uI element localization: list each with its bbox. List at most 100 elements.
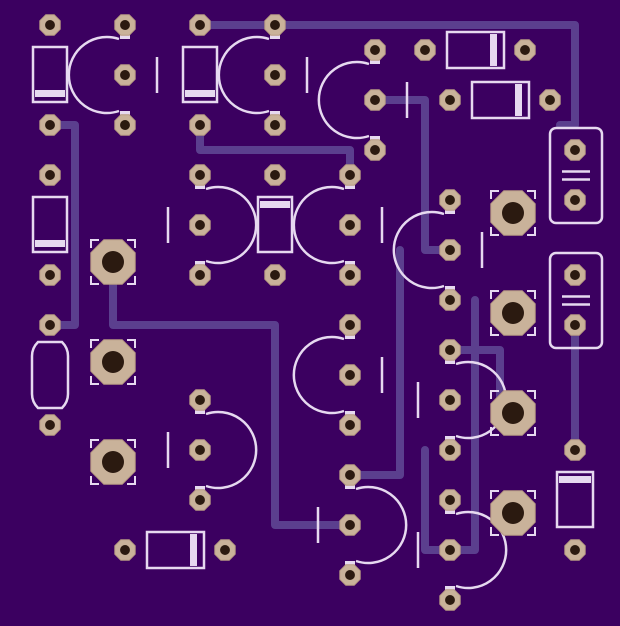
pad-hole xyxy=(445,545,455,555)
round-pad-icon xyxy=(414,39,436,61)
pad-hole xyxy=(445,595,455,605)
round-pad-icon xyxy=(439,239,461,261)
pad-hole xyxy=(195,20,205,30)
transistor-tab xyxy=(345,411,355,417)
pad-hole xyxy=(445,445,455,455)
round-pad-icon xyxy=(39,114,61,136)
pad-corner-mark xyxy=(527,227,536,236)
part-band xyxy=(490,34,497,66)
silkscreen xyxy=(30,30,604,592)
square-pad-icon xyxy=(490,490,536,536)
diode-outline-icon xyxy=(470,80,531,120)
diode-outline-icon xyxy=(31,195,69,254)
pad-hole xyxy=(445,245,455,255)
pad-hole xyxy=(120,20,130,30)
pad-corner-mark xyxy=(490,390,499,399)
round-pad-icon xyxy=(189,114,211,136)
pad-hole xyxy=(120,545,130,555)
pad-corner-mark xyxy=(527,327,536,336)
pads xyxy=(39,14,586,611)
pad-corner-mark xyxy=(90,276,99,285)
pad-hole xyxy=(445,95,455,105)
round-pad-icon xyxy=(439,539,461,561)
pad-hole xyxy=(570,320,580,330)
diode-outline-icon xyxy=(445,30,506,70)
transistor-outline-icon xyxy=(292,333,384,417)
round-pad-icon xyxy=(339,514,361,536)
transistor-tab xyxy=(195,183,205,189)
pad-corner-mark xyxy=(90,339,99,348)
transistor-outline-icon xyxy=(292,183,384,267)
part-band xyxy=(559,476,591,483)
pad-hole xyxy=(445,495,455,505)
transistor-body-arc xyxy=(455,510,508,590)
capacitor-outline xyxy=(548,251,604,350)
transistor-outline-icon xyxy=(317,58,409,142)
pad-hole xyxy=(345,320,355,330)
pad-corner-mark xyxy=(527,490,536,499)
round-pad-icon xyxy=(439,489,461,511)
transistor-body-arc xyxy=(392,210,445,290)
pad-corner-mark xyxy=(527,190,536,199)
pad-hole xyxy=(420,45,430,55)
transistor-tab xyxy=(195,486,205,492)
pad-corner-mark xyxy=(127,376,136,385)
pad-hole xyxy=(195,120,205,130)
pad-hole xyxy=(502,202,524,224)
pad-hole xyxy=(45,320,55,330)
transistor-tab xyxy=(445,436,455,442)
pad-hole xyxy=(45,20,55,30)
transistor-body-arc xyxy=(292,185,345,265)
part-outline xyxy=(31,195,69,254)
pad-corner-mark xyxy=(527,390,536,399)
pad-corner-mark xyxy=(127,339,136,348)
transistor-outline-icon xyxy=(67,33,159,117)
pad-hole xyxy=(45,120,55,130)
pad-hole xyxy=(270,270,280,280)
square-pad-icon xyxy=(90,339,136,385)
round-pad-icon xyxy=(189,264,211,286)
round-pad-icon xyxy=(339,564,361,586)
round-pad-icon xyxy=(339,364,361,386)
pad-hole xyxy=(370,145,380,155)
diode-outline-icon xyxy=(31,45,69,104)
capacitor-outline xyxy=(30,340,70,410)
capacitor-outline-icon xyxy=(30,340,70,410)
pad-hole xyxy=(45,170,55,180)
transistor-outline-icon xyxy=(316,483,408,567)
trace-right-column xyxy=(346,246,404,479)
pad-corner-mark xyxy=(490,427,499,436)
round-pad-icon xyxy=(564,189,586,211)
pad-hole xyxy=(345,520,355,530)
diode-outline-icon xyxy=(145,530,206,570)
transistor-body-arc xyxy=(205,410,258,490)
round-pad-icon xyxy=(114,14,136,36)
part-outline xyxy=(470,80,531,120)
transistor-body-arc xyxy=(67,35,120,115)
pad-hole xyxy=(45,270,55,280)
pad-hole xyxy=(195,395,205,405)
transistor-tab xyxy=(445,358,455,364)
transistor-outline-icon xyxy=(166,183,258,267)
round-pad-icon xyxy=(114,64,136,86)
round-pad-icon xyxy=(264,14,286,36)
diode-outline-icon xyxy=(256,195,294,254)
pad-hole xyxy=(445,345,455,355)
part-outline xyxy=(445,30,506,70)
transistor-body-arc xyxy=(317,60,370,140)
round-pad-icon xyxy=(39,14,61,36)
capacitor-outline-icon xyxy=(548,126,604,225)
pad-hole xyxy=(120,120,130,130)
pad-hole xyxy=(345,220,355,230)
transistor-tab xyxy=(195,408,205,414)
diode-outline-icon xyxy=(555,470,595,529)
transistor-tab xyxy=(270,33,280,39)
pad-hole xyxy=(520,45,530,55)
pad-hole xyxy=(445,195,455,205)
transistor-tab xyxy=(345,483,355,489)
round-pad-icon xyxy=(189,164,211,186)
pad-hole xyxy=(545,95,555,105)
pad-hole xyxy=(345,420,355,430)
part-band xyxy=(35,90,65,97)
pad-hole xyxy=(270,170,280,180)
